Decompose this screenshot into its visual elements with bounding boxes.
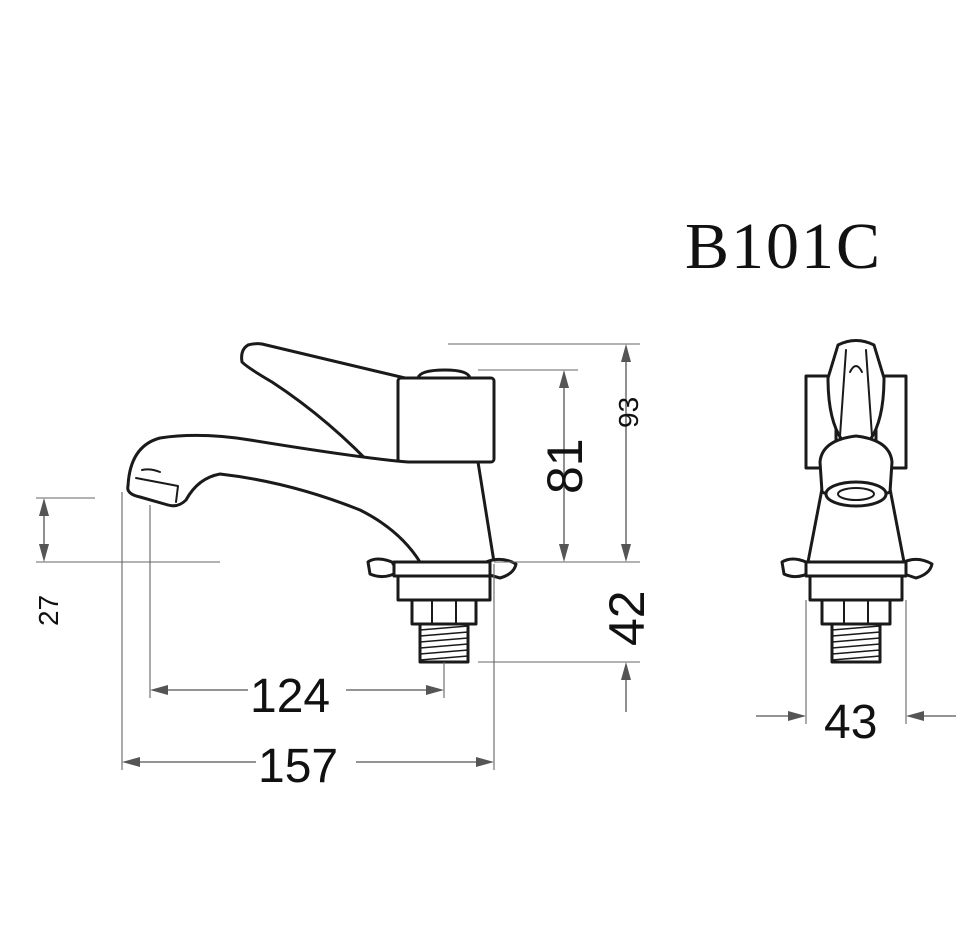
dim-overall-length: 157 [258,740,338,793]
dim-width: 43 [824,696,877,749]
front-view-dimensions: 43 [756,600,956,749]
side-view-dimensions: 93 81 42 27 124 157 [33,343,655,793]
spout-aerator-inner [141,468,161,473]
dim-spout-reach: 124 [250,670,330,723]
dim-shank-length: 42 [599,590,655,646]
front-base-plate-top [804,560,908,578]
valve-cap [416,368,472,380]
front-shank-threads [831,625,881,661]
base-plate-top [392,560,492,578]
side-view [126,342,518,664]
front-threaded-shank [830,622,882,664]
lock-nut [410,598,478,626]
dim-spout-height: 27 [33,595,64,626]
dim-body-height: 81 [537,438,593,494]
front-lever [826,339,886,442]
shank-threads [419,625,469,661]
front-view [780,339,934,664]
valve-body [396,376,496,464]
front-base-plate [808,574,904,602]
spout [126,433,496,564]
front-aerator [824,480,888,508]
spout-aerator [135,477,179,503]
lever-handle [240,342,410,478]
dim-overall-height: 93 [613,397,644,428]
base-plate [396,574,492,602]
front-flange-right [902,557,934,580]
front-lock-nut [820,598,892,626]
model-code: B101C [685,210,882,283]
